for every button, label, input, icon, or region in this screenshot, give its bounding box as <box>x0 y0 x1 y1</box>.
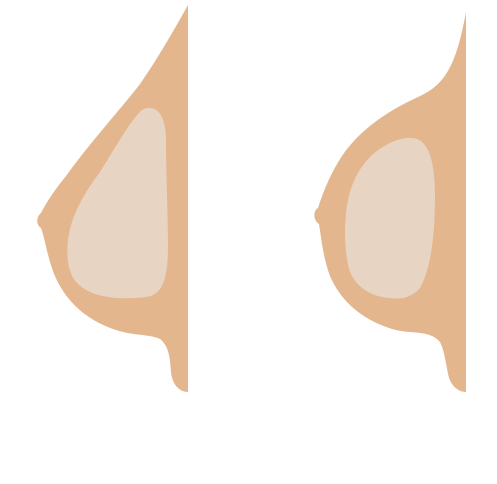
right-round-implant <box>345 137 435 299</box>
left-teardrop-implant <box>67 107 168 299</box>
right-breast-profile <box>314 12 466 392</box>
left-breast-profile <box>37 5 188 392</box>
